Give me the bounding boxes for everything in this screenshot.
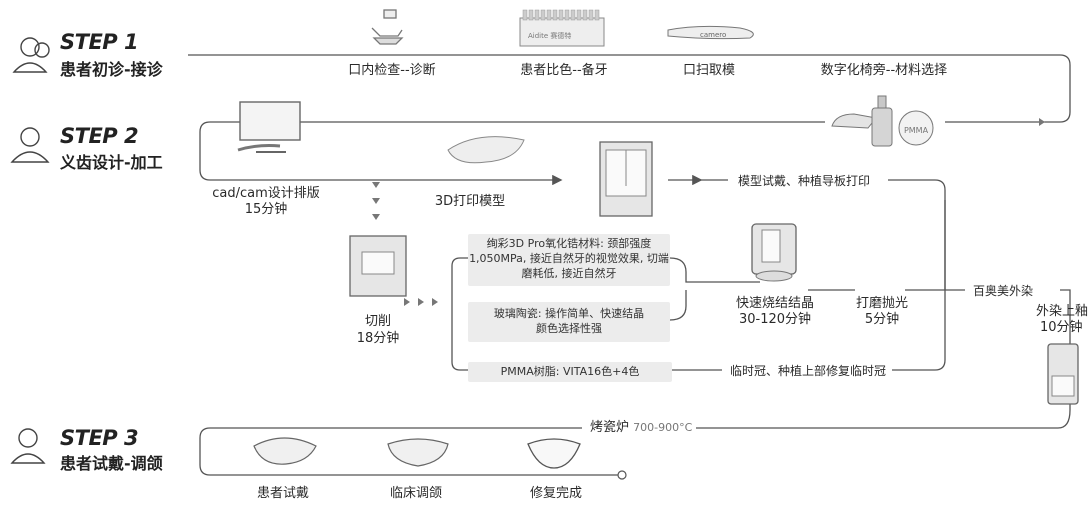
cad-time: 15分钟 [244, 202, 288, 217]
material-line: 玻璃陶瓷: 操作简单、快速结晶 [493, 307, 645, 320]
row1-item: 口内检查--诊断 [348, 63, 436, 78]
intraoral-scanner-icon [667, 25, 754, 40]
row1-item: 患者比色--备牙 [520, 63, 608, 78]
sinter-time: 30-120分钟 [738, 312, 812, 327]
step3-label: STEP 3 [60, 426, 139, 450]
chairside-scanner-icon [831, 95, 893, 147]
outer-stain-label: 外染上釉 [1036, 304, 1088, 319]
scanner-brand: camero [700, 31, 727, 39]
furnace-temp: 700-900°C [633, 421, 693, 434]
flow-line-row1 [188, 54, 1071, 123]
material-box-glass-ceramic: 玻璃陶瓷: 操作简单、快速结晶 颜色选择性强 [468, 302, 670, 342]
pmma-disc-icon [898, 110, 934, 146]
step2-label: STEP 2 [60, 124, 139, 148]
material-line: 1,050MPa, 接近自然牙的视觉效果, 切端 [469, 252, 669, 265]
dental-model-icon [447, 136, 525, 164]
print-label: 3D打印模型 [434, 194, 506, 209]
flow-line-furnace [695, 409, 1071, 429]
step1-title: 患者初诊-接诊 [60, 60, 163, 79]
end-node [617, 470, 627, 480]
print-branch-label: 模型试戴、种植导板打印 [734, 173, 875, 189]
sintering-furnace-icon [751, 223, 797, 282]
milling-machine-icon [349, 235, 407, 297]
dotted-arrows [372, 118, 1045, 306]
denture-icon [253, 437, 317, 465]
material-line: PMMA树脂: VITA16色+4色 [500, 365, 640, 378]
smile-icon [527, 438, 581, 469]
row4-item: 临床调颌 [389, 486, 443, 501]
cad-label: cad/cam设计排版 [212, 186, 320, 201]
material-line: 颜色选择性强 [536, 322, 602, 335]
3d-printer-icon [599, 141, 653, 217]
temp-crown-label: 临时冠、种植上部修复临时冠 [726, 363, 891, 379]
mill-label: 切削 [364, 314, 392, 329]
stain-label: 百奥美外染 [970, 283, 1037, 299]
sinter-label: 快速烧结结晶 [735, 296, 815, 311]
step1-label: STEP 1 [60, 30, 139, 54]
mill-time: 18分钟 [356, 331, 400, 346]
material-line: 磨耗低, 接近自然牙 [521, 267, 617, 280]
polish-time: 5分钟 [864, 312, 900, 327]
flow-line-row2 [199, 121, 825, 186]
furnace-name: 烤瓷炉 [590, 420, 630, 435]
teeth-icon [387, 438, 449, 467]
material-box-zirconia: 绚彩3D Pro氧化锆材料: 颈部强度 1,050MPa, 接近自然牙的视觉效果… [468, 234, 670, 286]
row1-item: 口扫取模 [682, 63, 736, 78]
shade-guide-icon [519, 9, 605, 47]
step2-title: 义齿设计-加工 [60, 153, 163, 172]
pmma-disc-text: PMMA [903, 126, 929, 135]
outer-stain-time: 10分钟 [1040, 320, 1083, 335]
person-icons [10, 37, 50, 464]
porcelain-furnace-icon [1047, 343, 1079, 405]
row4-item: 患者试戴 [256, 486, 310, 501]
dental-chair-icon [371, 9, 404, 45]
row1-item: 数字化椅旁--材料选择 [820, 63, 948, 78]
furnace-label: 烤瓷炉 700-900°C [586, 420, 697, 436]
material-box-pmma: PMMA树脂: VITA16色+4色 [468, 362, 672, 382]
polish-label: 打磨抛光 [855, 296, 909, 311]
row4-item: 修复完成 [529, 486, 583, 501]
step3-title: 患者试戴-调颌 [60, 454, 163, 473]
shade-guide-text: Aidite 赛德特 [528, 32, 572, 40]
flow-line-materials [451, 257, 468, 371]
material-line: 绚彩3D Pro氧化锆材料: 颈部强度 [486, 237, 652, 250]
monitor-icon [237, 101, 301, 153]
